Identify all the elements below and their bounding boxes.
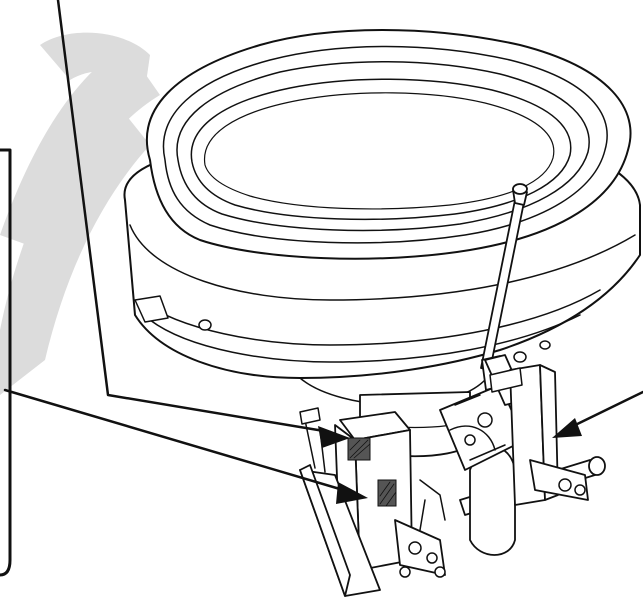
front-bracket [334, 411, 446, 578]
hopper-rim [145, 29, 632, 260]
page-edge-bracket [0, 148, 12, 577]
callout-leader-1 [56, 0, 332, 434]
callout-leaders [3, 0, 643, 504]
rear-bracket [489, 364, 589, 506]
arrowhead-2 [336, 482, 368, 504]
lever-knob [512, 183, 528, 206]
mounting-frame [299, 407, 446, 597]
callout-leader-2 [3, 388, 352, 494]
arrowhead-1 [318, 426, 350, 448]
gearbox [439, 384, 526, 471]
hopper-clip [134, 295, 169, 323]
arrowhead-3 [552, 418, 582, 438]
callout-leader-3 [563, 390, 643, 432]
